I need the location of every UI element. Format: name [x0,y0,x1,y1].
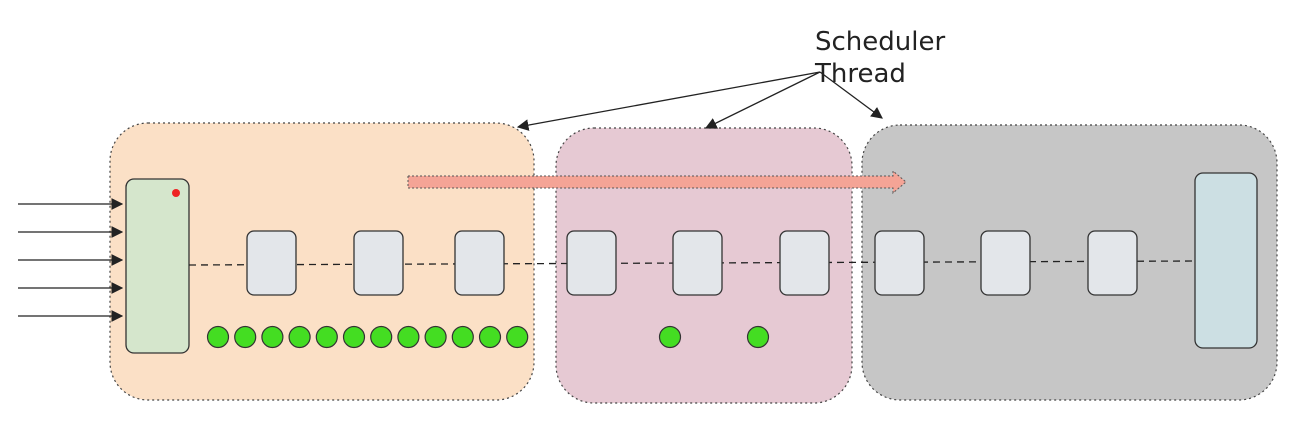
stage-3-task [980,230,1031,296]
stage-2-token [746,325,770,349]
stage-1-token [397,325,420,349]
token-circles [206,325,770,349]
stage-2-task [672,230,723,296]
stage-1-task [353,230,404,296]
stage-1-token [506,325,529,349]
stage-1-task [454,230,505,296]
stage-1-token [288,325,311,349]
scheduler-label-line-1: Scheduler [815,27,945,57]
stage-2-task [566,230,617,296]
scheduler-flow-arrow [407,169,907,195]
stage-1-token [342,325,366,349]
sink-block [1194,172,1258,349]
source-block [125,178,190,354]
stage-1-token [478,325,502,349]
stage-1-token [451,325,474,349]
stage-3-task [874,230,925,296]
stage-1-token [261,325,284,349]
stage-1-token [234,325,257,349]
stage-1-task [246,230,297,296]
pointer-arrow-stage-3 [819,71,883,119]
stage-1-token [370,325,393,349]
pointer-arrow-stage-1 [516,71,821,131]
pointer-arrow-stage-2 [704,71,821,129]
stage-2-task [779,230,830,296]
scheduler-pointer-arrows [516,71,883,131]
stage-2-token [658,325,682,349]
input-arrows [18,198,124,322]
stage-3-task [1087,230,1138,296]
source-marker-dot [172,189,180,197]
stage-1-token [315,325,338,349]
scheduler-label-line-2: Thread [814,59,906,89]
stage-1-token [206,325,230,349]
stage-1-token [424,325,447,349]
task-blocks [246,230,1138,296]
